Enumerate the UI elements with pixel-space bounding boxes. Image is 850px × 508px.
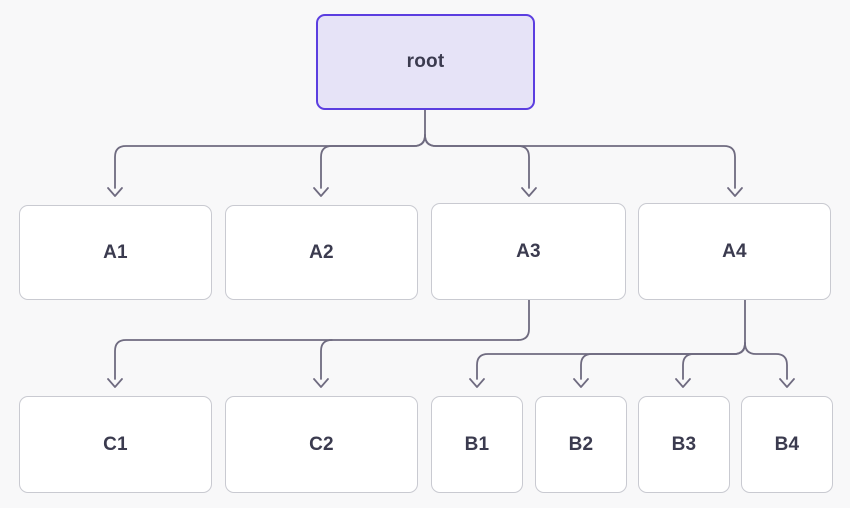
node-a4-label: A4 <box>722 240 747 262</box>
node-a3-label: A3 <box>516 240 541 262</box>
node-a2[interactable]: A2 <box>225 205 418 300</box>
node-b1[interactable]: B1 <box>431 396 523 493</box>
node-b2[interactable]: B2 <box>535 396 627 493</box>
arrowhead-a4-icon <box>727 187 743 197</box>
edge-a4-b3 <box>682 342 746 380</box>
arrowhead-c2-icon <box>313 378 329 388</box>
edge-a4-b2 <box>580 342 746 380</box>
node-root-label: root <box>406 51 445 72</box>
arrowhead-a3-icon <box>521 187 537 197</box>
edge-root-a2 <box>320 134 426 189</box>
arrowhead-b1-icon <box>469 378 485 388</box>
edge-root-a1 <box>114 134 426 189</box>
node-a1[interactable]: A1 <box>19 205 212 300</box>
node-c1-label: C1 <box>103 433 128 455</box>
node-c2[interactable]: C2 <box>225 396 418 493</box>
edge-a3-stem <box>517 299 530 341</box>
node-b4[interactable]: B4 <box>741 396 833 493</box>
node-b2-label: B2 <box>568 433 594 455</box>
edge-a4-b1 <box>476 342 746 380</box>
arrowhead-b2-icon <box>573 378 589 388</box>
node-c1[interactable]: C1 <box>19 396 212 493</box>
edge-a3-c2 <box>320 339 333 380</box>
arrowhead-a2-icon <box>313 187 329 197</box>
node-a3[interactable]: A3 <box>431 203 626 300</box>
node-c2-label: C2 <box>309 433 334 455</box>
edge-root-a3 <box>424 134 530 189</box>
arrowhead-b4-icon <box>779 378 795 388</box>
arrowhead-a1-icon <box>107 187 123 197</box>
node-a1-label: A1 <box>103 241 128 263</box>
node-b3-label: B3 <box>671 433 697 455</box>
arrowhead-b3-icon <box>675 378 691 388</box>
edge-root-a4 <box>424 134 736 189</box>
edge-a4-b4 <box>744 342 788 380</box>
node-a2-label: A2 <box>309 241 334 263</box>
edge-a3-c1 <box>114 339 519 380</box>
node-root[interactable]: root <box>316 14 535 110</box>
node-b4-label: B4 <box>774 433 800 455</box>
node-a4[interactable]: A4 <box>638 203 831 300</box>
node-b1-label: B1 <box>464 433 490 455</box>
arrowhead-c1-icon <box>107 378 123 388</box>
node-b3[interactable]: B3 <box>638 396 730 493</box>
